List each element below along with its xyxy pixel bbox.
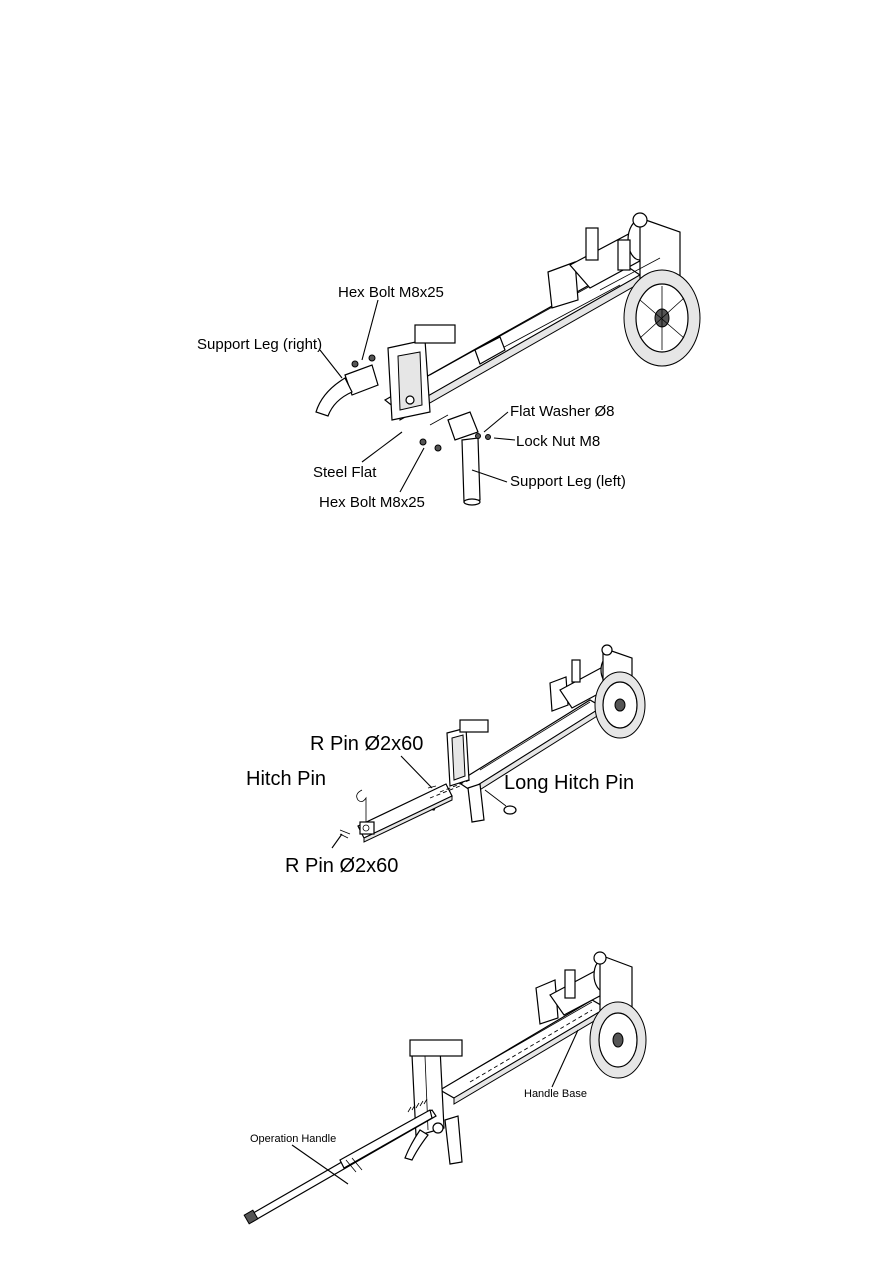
log-splitter-drawing-2 [339, 644, 646, 843]
figure-1-support-legs: Hex Bolt M8x25 Support Leg (right) Flat … [197, 212, 701, 511]
figure-3-operation-handle: Handle Base Operation Handle [243, 951, 647, 1225]
label-operation-handle: Operation Handle [250, 1133, 336, 1145]
label-hex-bolt-top: Hex Bolt M8x25 [338, 284, 444, 301]
label-lock-nut: Lock Nut M8 [516, 433, 600, 450]
label-long-hitch-pin: Long Hitch Pin [504, 772, 634, 794]
log-splitter-drawing-3 [243, 951, 647, 1225]
label-r-pin-top: R Pin Ø2x60 [310, 733, 423, 755]
label-support-leg-left: Support Leg (left) [510, 473, 626, 490]
log-splitter-drawing-1 [315, 212, 701, 506]
label-handle-base: Handle Base [524, 1088, 587, 1100]
figure-2-hitch-pins: R Pin Ø2x60 Hitch Pin Long Hitch Pin R P… [246, 644, 646, 877]
label-hex-bolt-bottom: Hex Bolt M8x25 [319, 494, 425, 511]
label-hitch-pin: Hitch Pin [246, 768, 326, 790]
label-steel-flat: Steel Flat [313, 464, 377, 481]
label-flat-washer: Flat Washer Ø8 [510, 403, 614, 420]
label-r-pin-bottom: R Pin Ø2x60 [285, 855, 398, 877]
label-support-leg-right: Support Leg (right) [197, 336, 322, 353]
